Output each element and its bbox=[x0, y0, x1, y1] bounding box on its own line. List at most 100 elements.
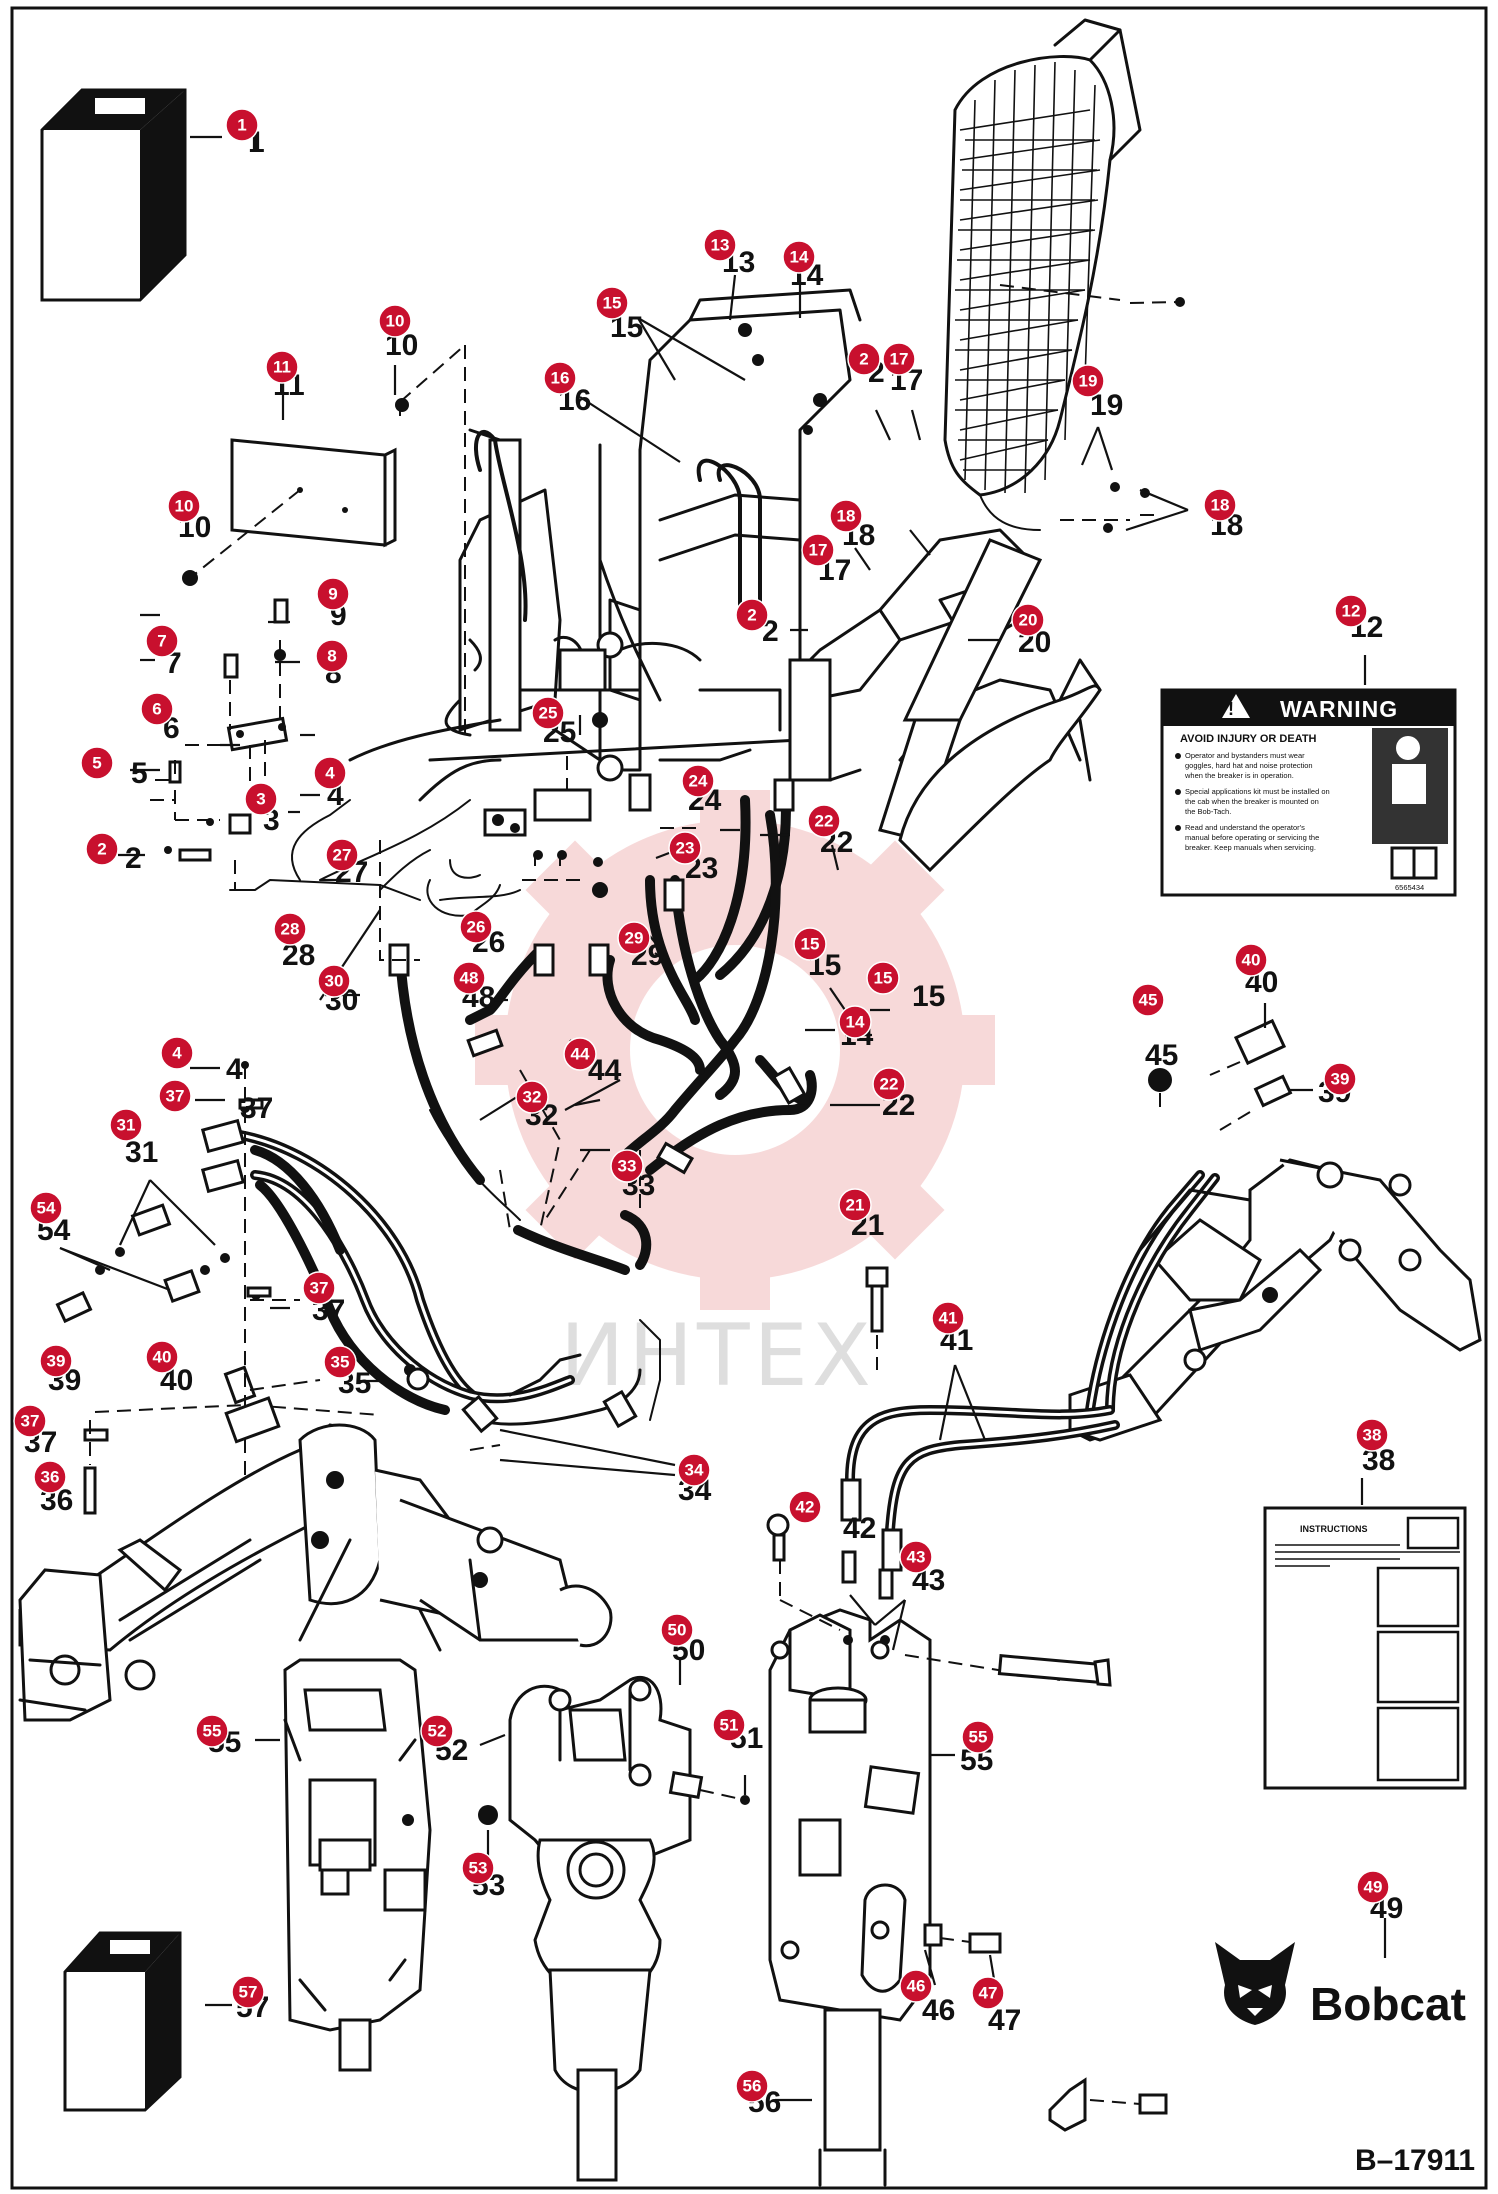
callout-marker[interactable]: 40 bbox=[145, 1340, 179, 1374]
svg-text:4: 4 bbox=[325, 764, 335, 783]
callout-marker[interactable]: 37 bbox=[13, 1404, 47, 1438]
safety-screen bbox=[943, 18, 1189, 533]
callout-marker[interactable]: 22 bbox=[872, 1067, 906, 1101]
svg-text:35: 35 bbox=[331, 1353, 350, 1372]
callout-marker[interactable]: 55 bbox=[195, 1714, 229, 1748]
svg-text:39: 39 bbox=[1331, 1070, 1350, 1089]
callout-marker[interactable]: 19 bbox=[1071, 364, 1105, 398]
callout-marker[interactable]: 4 bbox=[313, 756, 347, 790]
callout-marker[interactable]: 29 bbox=[617, 921, 651, 955]
callout-marker[interactable]: 35 bbox=[323, 1345, 357, 1379]
callout-marker[interactable]: 44 bbox=[563, 1037, 597, 1071]
callout-marker[interactable]: 16 bbox=[543, 361, 577, 395]
callout-marker[interactable]: 14 bbox=[838, 1005, 872, 1039]
callout-marker[interactable]: 39 bbox=[39, 1344, 73, 1378]
callout-marker[interactable]: 55 bbox=[961, 1720, 995, 1754]
callout-marker[interactable]: 43 bbox=[899, 1540, 933, 1574]
callout-marker[interactable]: 15 bbox=[793, 927, 827, 961]
callout-marker[interactable]: 28 bbox=[273, 912, 307, 946]
svg-text:39: 39 bbox=[47, 1352, 66, 1371]
callout-marker[interactable]: 54 bbox=[29, 1191, 63, 1225]
callout-marker[interactable]: 2 bbox=[847, 342, 881, 376]
main-hose-bundle bbox=[840, 1266, 1120, 1572]
boom-arm-upper bbox=[878, 538, 1102, 873]
svg-text:4: 4 bbox=[172, 1044, 182, 1063]
callouts: 1 2 2 2 3 4 4 5 6 7 8 9 10 10 11 12 13 1… bbox=[13, 108, 1390, 2103]
callout-marker[interactable]: 13 bbox=[703, 228, 737, 262]
watermark-text: ИНТЕХ bbox=[560, 1306, 875, 1406]
callout-marker[interactable]: 40 bbox=[1234, 943, 1268, 977]
svg-text:31: 31 bbox=[125, 1136, 158, 1169]
svg-text:19: 19 bbox=[1079, 372, 1098, 391]
svg-text:20: 20 bbox=[1019, 611, 1038, 630]
callout-marker[interactable]: 22 bbox=[807, 804, 841, 838]
callout-marker[interactable]: 42 bbox=[788, 1490, 822, 1524]
callout-marker[interactable]: 3 bbox=[244, 782, 278, 816]
callout-marker[interactable]: 11 bbox=[265, 350, 299, 384]
callout-marker[interactable]: 10 bbox=[378, 304, 412, 338]
svg-text:30: 30 bbox=[325, 972, 344, 991]
callout-marker[interactable]: 53 bbox=[461, 1851, 495, 1885]
callout-marker[interactable]: 51 bbox=[712, 1708, 746, 1742]
callout-marker[interactable]: 20 bbox=[1011, 603, 1045, 637]
callout-marker[interactable]: 5 bbox=[80, 746, 114, 780]
callout-marker[interactable]: 49 bbox=[1356, 1870, 1390, 1904]
callout-marker[interactable]: 15 bbox=[595, 286, 629, 320]
callout-marker[interactable]: 23 bbox=[668, 831, 702, 865]
callout-marker[interactable]: 7 bbox=[145, 624, 179, 658]
callout-marker[interactable]: 2 bbox=[735, 598, 769, 632]
callout-marker[interactable]: 9 bbox=[316, 577, 350, 611]
callout-marker[interactable]: 2 bbox=[85, 832, 119, 866]
callout-marker[interactable]: 41 bbox=[931, 1301, 965, 1335]
callout-marker[interactable]: 56 bbox=[735, 2069, 769, 2103]
callout-marker[interactable]: 21 bbox=[838, 1188, 872, 1222]
callout-marker[interactable]: 17 bbox=[882, 342, 916, 376]
callout-marker[interactable]: 14 bbox=[782, 240, 816, 274]
callout-marker[interactable]: 52 bbox=[420, 1714, 454, 1748]
svg-text:2: 2 bbox=[125, 842, 142, 875]
callout-marker[interactable]: 50 bbox=[660, 1613, 694, 1647]
callout-marker[interactable]: 47 bbox=[971, 1976, 1005, 2010]
callout-marker[interactable]: 12 bbox=[1334, 594, 1368, 628]
svg-text:17: 17 bbox=[809, 541, 828, 560]
callout-marker[interactable]: 36 bbox=[33, 1460, 67, 1494]
callout-marker[interactable]: 6 bbox=[140, 692, 174, 726]
leader-lines bbox=[281, 274, 1000, 1152]
callout-marker[interactable]: 38 bbox=[1355, 1418, 1389, 1452]
svg-text:5: 5 bbox=[131, 757, 148, 790]
callout-marker[interactable]: 48 bbox=[452, 961, 486, 995]
callout-marker[interactable]: 17 bbox=[801, 533, 835, 567]
callout-marker[interactable]: 8 bbox=[315, 639, 349, 673]
bobcat-logo: Bobcat bbox=[1215, 1918, 1466, 2030]
drawing-number: B–17911 bbox=[1355, 2144, 1475, 2177]
callout-marker[interactable]: 39 bbox=[1323, 1062, 1357, 1096]
callout-marker[interactable]: 15 bbox=[866, 961, 900, 995]
callout-marker[interactable]: 37 bbox=[302, 1271, 336, 1305]
loader-arm-right bbox=[1067, 1158, 1482, 1442]
callout-marker[interactable]: 46 bbox=[899, 1969, 933, 2003]
svg-text:28: 28 bbox=[281, 920, 300, 939]
svg-text:36: 36 bbox=[41, 1468, 60, 1487]
callout-marker[interactable]: 37 bbox=[158, 1079, 192, 1113]
callout-marker[interactable]: 24 bbox=[681, 764, 715, 798]
callout-marker[interactable]: 30 bbox=[317, 964, 351, 998]
callout-marker[interactable]: 32 bbox=[515, 1080, 549, 1114]
callout-marker[interactable]: 25 bbox=[531, 696, 565, 730]
callout-marker[interactable]: 26 bbox=[459, 910, 493, 944]
callout-marker[interactable]: 34 bbox=[677, 1453, 711, 1487]
callout-marker[interactable]: 31 bbox=[109, 1108, 143, 1142]
callout-marker[interactable]: 4 bbox=[160, 1036, 194, 1070]
callout-marker[interactable]: 27 bbox=[325, 838, 359, 872]
svg-text:4: 4 bbox=[226, 1053, 243, 1086]
svg-text:47: 47 bbox=[979, 1984, 998, 2003]
svg-text:12: 12 bbox=[1342, 602, 1361, 621]
callout-marker[interactable]: 1 bbox=[225, 108, 259, 142]
callout-marker[interactable]: 18 bbox=[1203, 488, 1237, 522]
callout-marker[interactable]: 45 bbox=[1131, 983, 1165, 1017]
svg-text:46: 46 bbox=[922, 1994, 955, 2027]
callout-marker[interactable]: 57 bbox=[231, 1975, 265, 2009]
callout-marker[interactable]: 18 bbox=[829, 499, 863, 533]
callout-marker[interactable]: 33 bbox=[610, 1149, 644, 1183]
callout-marker[interactable]: 10 bbox=[167, 489, 201, 523]
svg-text:18: 18 bbox=[1211, 496, 1230, 515]
